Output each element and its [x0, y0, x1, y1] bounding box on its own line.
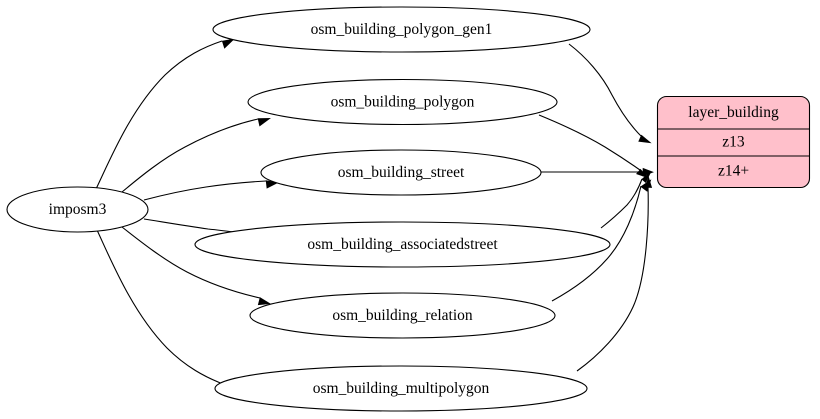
edge-osm-building-multipolygon-to-z14plus	[576, 176, 653, 372]
node-osm-building-polygon[interactable]: osm_building_polygon	[247, 78, 558, 126]
node-layer-building-record[interactable]: layer_building z13 z14+	[656, 95, 811, 189]
node-osm-building-associatedstreet-label: osm_building_associatedstreet	[307, 236, 498, 253]
node-group: imposm3 osm_building_polygon_gen1 osm_bu…	[6, 6, 611, 412]
node-osm-building-polygon-label: osm_building_polygon	[331, 94, 475, 111]
edge-osm-building-associatedstreet-to-z14plus	[600, 171, 651, 229]
node-osm-building-multipolygon[interactable]: osm_building_multipolygon	[214, 365, 588, 412]
node-osm-building-street[interactable]: osm_building_street	[260, 149, 542, 196]
layer-building-name-label: layer_building	[688, 104, 779, 121]
node-imposm3[interactable]: imposm3	[6, 186, 149, 233]
layer-building-zoom-z13-label: z13	[722, 134, 745, 151]
node-osm-building-multipolygon-label: osm_building_multipolygon	[313, 380, 490, 397]
node-osm-building-polygon-gen1[interactable]: osm_building_polygon_gen1	[212, 6, 591, 53]
node-osm-building-relation-label: osm_building_relation	[332, 307, 473, 324]
edge-imposm3-to-osm-building-relation	[121, 226, 271, 306]
edge-group-tables-to-layer	[538, 43, 654, 372]
layer-building-box[interactable]	[656, 95, 811, 189]
edge-imposm3-to-osm-building-polygon	[121, 117, 271, 193]
edge-osm-building-polygon-gen1-to-z13	[568, 43, 652, 144]
node-imposm3-label: imposm3	[49, 201, 107, 218]
edge-imposm3-to-osm-building-multipolygon	[96, 229, 233, 392]
edge-osm-building-street-to-z14plus	[541, 167, 654, 177]
edge-imposm3-to-osm-building-polygon-gen1	[95, 38, 236, 190]
node-osm-building-associatedstreet[interactable]: osm_building_associatedstreet	[194, 221, 611, 268]
node-osm-building-polygon-gen1-label: osm_building_polygon_gen1	[311, 21, 493, 38]
layer-building-zoom-z14plus-label: z14+	[718, 163, 749, 180]
node-osm-building-street-label: osm_building_street	[338, 164, 465, 181]
edge-imposm3-to-osm-building-street	[143, 180, 279, 201]
node-osm-building-relation[interactable]: osm_building_relation	[249, 292, 556, 339]
